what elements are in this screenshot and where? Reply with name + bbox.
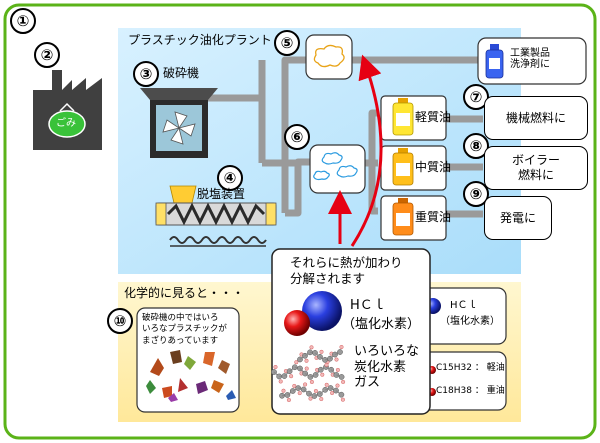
hydrogen-atom-small	[308, 396, 313, 401]
step-number-10: ⑩	[107, 308, 133, 334]
hydrogen-atom-small	[286, 397, 291, 402]
hydrogen-atom-small	[294, 360, 299, 365]
hydrogen-atom-small	[339, 345, 344, 350]
hydrogen-atom-small	[324, 362, 329, 367]
garbage-bag-label: ごみ	[56, 118, 76, 129]
heavy-oil-label: 重質油	[415, 210, 452, 224]
step-number-6: ⑥	[284, 124, 310, 150]
hydrocarbon-panel-box	[419, 351, 507, 411]
hydrogen-atom-small	[273, 365, 278, 370]
pipes	[206, 56, 483, 218]
plant-title: プラスチック油化プラント	[128, 33, 272, 47]
hydrogen-atom-small	[292, 383, 297, 388]
hydrogen-atom-small	[334, 357, 339, 362]
oil-bottle-medium	[392, 148, 414, 186]
crusher-note: 破砕機の中ではいろ いろなプラスチックが まざりあっています	[142, 313, 227, 346]
boiler-fuel-box: ボイラー 燃料に	[484, 146, 588, 190]
hydrogen-atom-small	[278, 379, 283, 384]
detergent-bottle-icon	[477, 37, 587, 85]
light-oil-label: 軽質油	[415, 110, 452, 124]
hydrocarbon-row-1: C15H32 ： 軽油	[436, 363, 505, 373]
step-number-1: ①	[10, 8, 36, 34]
hydrogen-atom-small	[297, 391, 302, 396]
chlorine-atom	[302, 291, 342, 331]
hydrogen-atom-small	[289, 374, 294, 379]
chemical-heading: 化学的に見ると・・・	[124, 286, 245, 300]
crusher-label: 破砕機	[163, 66, 200, 80]
hydrogen-atom-small	[303, 382, 308, 387]
dechlorinator-label: 脱塩装置	[197, 187, 246, 201]
callout-heat-text: それらに熱が加わり 分解されます	[290, 255, 403, 287]
callout-hcl-formula: HＣｌ	[350, 298, 386, 313]
hydrogen-atom-small	[304, 358, 309, 363]
industrial-use-label: 工業製品 洗浄剤に	[510, 48, 550, 70]
hydrogen-atom	[284, 310, 310, 336]
oil-bottle-heavy	[392, 198, 414, 236]
factory-icon	[33, 70, 102, 150]
medium-oil-label: 中質油	[415, 160, 452, 174]
carbon-atom	[338, 391, 345, 398]
hydrogen-atom-small	[324, 382, 329, 387]
hydrogen-atom-small	[340, 397, 345, 402]
power-generation-box: 発電に	[484, 196, 552, 240]
hydrogen-atom-small	[304, 366, 309, 371]
crusher	[140, 88, 218, 158]
carbon-atom	[338, 374, 345, 380]
gas-box-5	[305, 34, 353, 80]
step-number-3: ③	[133, 61, 159, 87]
hydrocarbon-chains	[271, 345, 346, 402]
hydrocarbon-formula-1: C15H32	[436, 363, 472, 373]
plastic-fragments	[146, 350, 236, 402]
hydrogen-atom-small	[281, 388, 286, 393]
dechlorinator	[155, 185, 277, 247]
callout-box	[271, 248, 431, 415]
red-arrows	[328, 54, 383, 247]
hydrogen-atom-small	[320, 372, 325, 377]
gas-box-6	[309, 144, 366, 194]
step-number-4: ④	[217, 165, 243, 191]
carbon-atom	[337, 349, 343, 355]
hydrocarbon-label-1: 軽油	[486, 363, 505, 373]
hydrogen-atom-small	[309, 345, 314, 350]
callout-hcl-name: （塩化水素）	[342, 317, 421, 332]
step-number-2: ②	[34, 42, 60, 68]
callout-hydrocarbon-text: いろいろな 炭化水素 ガス	[354, 344, 420, 391]
hydrogen-atom-small	[319, 397, 324, 402]
hydrocarbon-formula-2: C18H38	[436, 386, 472, 396]
hydrogen-atom-small	[335, 367, 340, 372]
hydrogen-atom-small	[330, 391, 335, 396]
panel-hcl-formula: HＣｌ	[450, 300, 478, 311]
hydrogen-atom-small	[309, 379, 314, 384]
hydrogen-atom-small	[313, 388, 318, 393]
hydrogen-atom-small	[319, 349, 324, 354]
hydrogen-atom-small	[341, 379, 346, 384]
oil-bottle-light	[392, 98, 414, 136]
hydrocarbon-row-2: C18H38 ： 重油	[436, 386, 505, 396]
hydrogen-atom-small	[335, 383, 340, 388]
machine-fuel-box: 機械燃料に	[484, 96, 588, 140]
panel-hcl-name: （塩化水素）	[440, 316, 500, 327]
step-number-5: ⑤	[274, 30, 300, 56]
hydrocarbon-label-2: 重油	[486, 386, 505, 396]
